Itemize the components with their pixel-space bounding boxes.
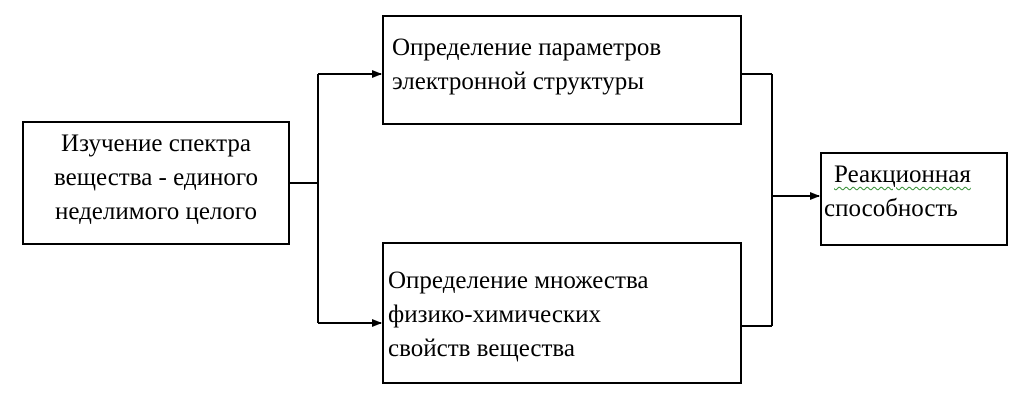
study-line-3: неделимого целого xyxy=(54,198,258,225)
reactivity-line-1: Реакционная xyxy=(834,161,971,188)
study-spectrum-box: Изучение спектра вещества - единого неде… xyxy=(22,121,290,245)
electronic-line-2: электронной структуры xyxy=(392,68,644,95)
study-line-1: Изучение спектра xyxy=(61,130,251,157)
electronic-structure-box: Определение параметров электронной струк… xyxy=(382,15,742,125)
physchem-properties-box: Определение множества физико-химических … xyxy=(382,242,742,384)
study-line-2: вещества - единого xyxy=(53,164,259,191)
properties-line-3: свойств вещества xyxy=(388,335,575,362)
reactivity-line-2: способность xyxy=(824,195,958,222)
reactivity-box: Реакционная способность xyxy=(820,152,1008,246)
electronic-line-1: Определение параметров xyxy=(392,34,662,61)
properties-line-1: Определение множества xyxy=(388,267,649,294)
properties-line-2: физико-химических xyxy=(388,301,602,328)
